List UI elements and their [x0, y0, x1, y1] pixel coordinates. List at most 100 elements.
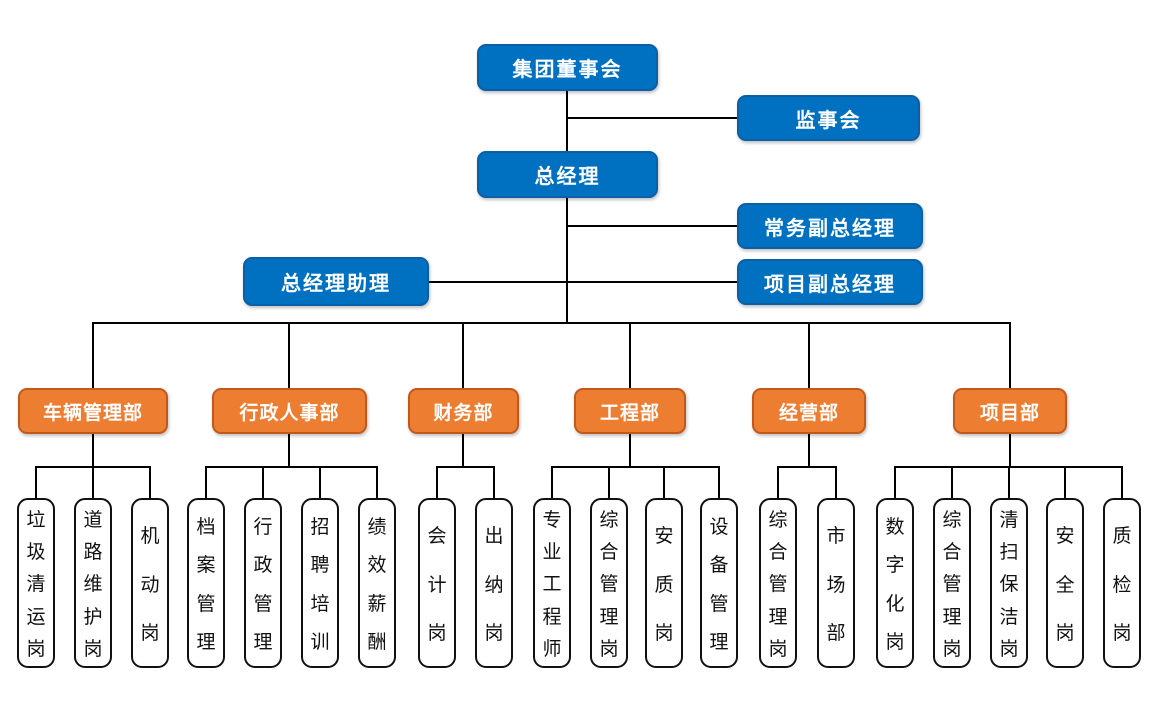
node-label: 专业工程师	[542, 510, 562, 660]
connector-dept-stem	[629, 434, 631, 468]
node-position: 垃圾清运岗	[17, 498, 55, 668]
node-label: 综合管理岗	[768, 510, 788, 660]
node-label: 行政管理	[253, 516, 273, 654]
node-label: 集团董事会	[512, 59, 623, 81]
connector-drop-dept	[629, 322, 631, 388]
connector-drop-pos	[149, 466, 151, 498]
node-dept-operations: 经营部	[752, 388, 866, 434]
node-label: 质检岗	[1112, 526, 1132, 644]
node-label: 招聘培训	[310, 516, 330, 654]
connector-supervisory	[567, 117, 737, 119]
connector-drop-dept	[1009, 322, 1011, 388]
connector-dept-stem	[808, 434, 810, 468]
connector-drop-dept	[92, 322, 94, 388]
node-position: 质检岗	[1103, 498, 1141, 668]
connector-drop-pos	[608, 466, 610, 498]
node-label: 总经理	[534, 166, 601, 188]
connector-drop-pos	[493, 466, 495, 498]
connector-trunk	[566, 91, 568, 323]
node-label: 垃圾清运岗	[26, 510, 46, 660]
node-label: 市场部	[826, 526, 846, 644]
node-label: 机动岗	[140, 526, 160, 644]
node-label: 道路维护岗	[83, 510, 103, 660]
connector-dept-stem	[1009, 434, 1011, 468]
connector-drop-pos	[436, 466, 438, 498]
node-position: 机动岗	[131, 498, 169, 668]
node-label: 常务副总经理	[764, 217, 896, 240]
node-position: 道路维护岗	[74, 498, 112, 668]
connector-sub-distribution	[205, 466, 378, 468]
connector-dept-stem	[288, 434, 290, 468]
node-dept-vehicle: 车辆管理部	[18, 388, 168, 434]
node-dept-finance: 财务部	[408, 388, 519, 434]
node-dept-project: 项目部	[953, 388, 1067, 434]
connector-sub-distribution	[551, 466, 720, 468]
node-dept-engineering: 工程部	[574, 388, 686, 434]
node-position: 综合管理岗	[590, 498, 628, 668]
connector-sub-distribution	[436, 466, 495, 468]
connector-drop-dept	[462, 322, 464, 388]
node-label: 设备管理	[709, 516, 729, 654]
connector-sub-distribution	[777, 466, 837, 468]
node-gm-assistant: 总经理助理	[243, 257, 429, 306]
connector-drop-dept	[288, 322, 290, 388]
node-label: 工程部	[599, 402, 660, 424]
node-project-deputy-gm: 项目副总经理	[737, 259, 923, 305]
node-position: 综合管理岗	[759, 498, 797, 668]
node-position: 安全岗	[1046, 498, 1084, 668]
node-position: 专业工程师	[533, 498, 571, 668]
node-label: 项目副总经理	[764, 273, 896, 296]
connector-drop-pos	[894, 466, 896, 498]
connector-drop-pos	[777, 466, 779, 498]
node-label: 行政人事部	[239, 402, 340, 424]
node-label: 财务部	[433, 402, 494, 424]
node-label: 综合管理岗	[942, 510, 962, 660]
node-position: 会计岗	[418, 498, 456, 668]
connector-exec-deputy	[567, 225, 737, 227]
node-position: 清扫保洁岗	[990, 498, 1028, 668]
node-label: 项目部	[979, 402, 1040, 424]
connector-drop-pos	[376, 466, 378, 498]
node-position: 出纳岗	[475, 498, 513, 668]
node-label: 监事会	[795, 109, 862, 132]
node-label: 综合管理岗	[599, 510, 619, 660]
node-label: 安质岗	[654, 526, 674, 644]
node-position: 安质岗	[645, 498, 683, 668]
node-board: 集团董事会	[477, 44, 658, 91]
node-label: 经营部	[778, 402, 839, 424]
connector-dept-stem	[92, 434, 94, 468]
node-position: 设备管理	[700, 498, 738, 668]
node-label: 清扫保洁岗	[999, 510, 1019, 660]
connector-assistant-deputy	[429, 281, 737, 283]
node-gm: 总经理	[477, 151, 658, 198]
node-label: 总经理助理	[281, 273, 391, 295]
connector-drop-pos	[35, 466, 37, 498]
node-supervisory: 监事会	[737, 95, 920, 141]
connector-drop-pos	[1064, 466, 1066, 498]
node-exec-deputy-gm: 常务副总经理	[737, 203, 923, 249]
connector-drop-pos	[663, 466, 665, 498]
node-dept-hr-admin: 行政人事部	[212, 388, 367, 434]
connector-drop-pos	[951, 466, 953, 498]
node-label: 安全岗	[1055, 526, 1075, 644]
node-position: 行政管理	[244, 498, 282, 668]
connector-drop-dept	[808, 322, 810, 388]
node-label: 绩效薪酬	[367, 516, 387, 654]
node-position: 档案管理	[187, 498, 225, 668]
node-label: 数字化岗	[885, 516, 905, 654]
connector-drop-pos	[551, 466, 553, 498]
connector-drop-pos	[1121, 466, 1123, 498]
node-position: 招聘培训	[301, 498, 339, 668]
connector-drop-pos	[262, 466, 264, 498]
connector-dept-distribution	[92, 322, 1011, 324]
connector-drop-pos	[835, 466, 837, 498]
connector-drop-pos	[92, 466, 94, 498]
node-position: 市场部	[817, 498, 855, 668]
node-label: 档案管理	[196, 516, 216, 654]
node-label: 出纳岗	[484, 526, 504, 644]
connector-drop-pos	[1008, 466, 1010, 498]
node-position: 数字化岗	[876, 498, 914, 668]
connector-drop-pos	[205, 466, 207, 498]
connector-drop-pos	[319, 466, 321, 498]
